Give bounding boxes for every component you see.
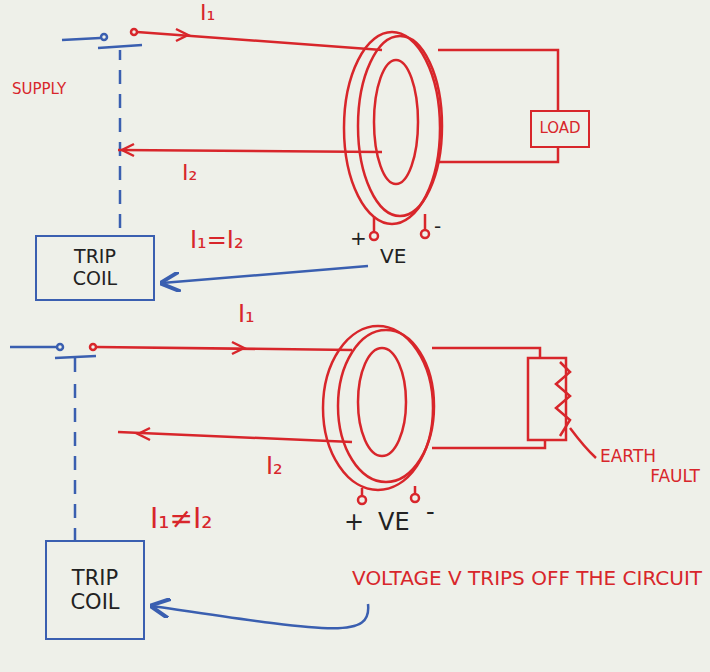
wire: [118, 29, 558, 162]
current-label: I₁: [200, 0, 215, 26]
terminal-sign: -: [434, 214, 441, 238]
switch-symbol: [10, 344, 96, 540]
signal-arrow: [152, 604, 368, 628]
fault-label: EARTH FAULT: [600, 446, 700, 487]
terminal-sign: +: [344, 508, 364, 537]
earth-fault-path: [528, 358, 596, 458]
current-transformer: [344, 32, 442, 240]
voltage-label: VE: [378, 508, 410, 537]
terminal-sign: -: [426, 498, 435, 527]
box-text: TRIP COIL: [55, 246, 135, 290]
switch-symbol: [62, 34, 142, 235]
current-label: I₂: [182, 160, 197, 186]
load-box: LOAD: [530, 110, 590, 148]
current-equation: I₁≠I₂: [150, 502, 212, 536]
trip-coil-box: TRIP COIL: [45, 540, 145, 640]
trip-coil-box: TRIP COIL: [35, 235, 155, 301]
box-text: TRIP COIL: [55, 566, 135, 614]
signal-arrow: [162, 266, 368, 283]
box-text: LOAD: [539, 120, 580, 137]
terminal-sign: +: [350, 226, 367, 250]
current-transformer: [323, 326, 434, 504]
current-label: I₂: [266, 452, 283, 481]
supply-label: SUPPLY: [12, 80, 66, 98]
current-label: I₁: [238, 300, 255, 329]
wire: [90, 342, 545, 448]
voltage-label: VE: [380, 244, 406, 268]
note-text: VOLTAGE V TRIPS OFF THE CIRCUIT: [342, 566, 702, 590]
current-equation: I₁=I₂: [190, 226, 244, 255]
